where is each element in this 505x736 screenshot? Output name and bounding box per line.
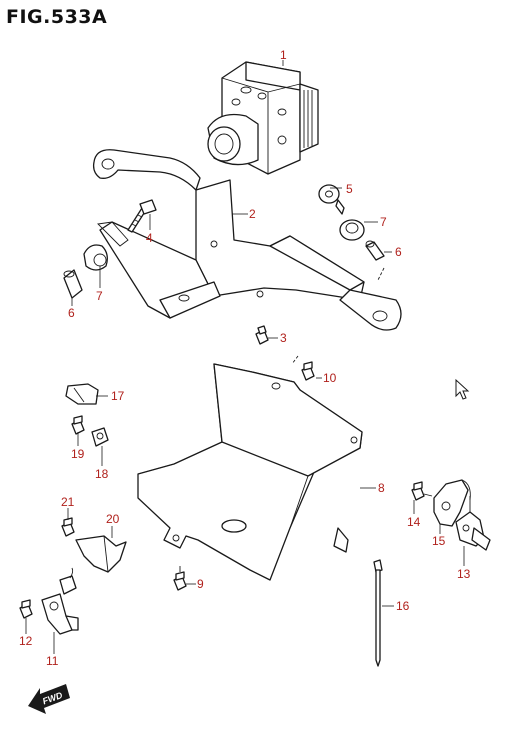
callout-2: 2: [249, 207, 256, 221]
callout-15: 15: [432, 534, 446, 548]
callout-11: 11: [46, 654, 59, 668]
bolt-part-10[interactable]: [301, 361, 315, 381]
callout-3: 3: [280, 331, 287, 345]
clamp-part-18[interactable]: [91, 427, 109, 447]
washer-part-5[interactable]: [318, 184, 345, 215]
callout-9: 9: [197, 577, 204, 591]
bolt-part-4[interactable]: [127, 199, 157, 233]
figure-title: FIG.533A: [6, 6, 108, 28]
callout-7-left: 7: [96, 289, 103, 303]
callout-1: 1: [280, 48, 287, 62]
callout-7-right: 7: [380, 215, 387, 229]
callout-8: 8: [378, 481, 385, 495]
callout-6-left: 6: [68, 306, 75, 320]
callout-5: 5: [346, 182, 353, 196]
callout-13: 13: [457, 567, 471, 581]
grommet-part-7-right[interactable]: [339, 219, 365, 241]
callout-6-right: 6: [395, 245, 402, 259]
bolt-part-9[interactable]: [173, 566, 187, 591]
clip-part-17[interactable]: [65, 383, 99, 405]
callout-17: 17: [111, 389, 125, 403]
callout-14: 14: [407, 515, 421, 529]
abs-hydraulic-unit[interactable]: [207, 61, 319, 175]
callout-19: 19: [71, 447, 85, 461]
wheel-sensor-part-11[interactable]: [41, 567, 79, 635]
callout-12: 12: [19, 634, 33, 648]
callout-20: 20: [106, 512, 120, 526]
cable-tie-part-16[interactable]: [373, 559, 383, 667]
bolt-part-3[interactable]: [255, 325, 269, 345]
collar-part-6-left[interactable]: [63, 269, 83, 299]
abs-mounting-bracket[interactable]: [92, 149, 402, 331]
rear-wheel-sensor-part-13[interactable]: [455, 496, 491, 551]
fwd-direction-badge: FWD: [28, 684, 70, 714]
tray-part-8[interactable]: [137, 363, 363, 581]
callout-21: 21: [61, 495, 75, 509]
callout-4: 4: [146, 231, 153, 245]
callout-16: 16: [396, 599, 410, 613]
bolt-part-21[interactable]: [61, 517, 75, 537]
collar-part-6-right[interactable]: [365, 240, 385, 261]
bolt-part-14[interactable]: [411, 481, 433, 501]
callout-10: 10: [323, 371, 337, 385]
callout-18: 18: [95, 467, 109, 481]
bolt-part-12[interactable]: [19, 599, 33, 619]
bolt-part-19[interactable]: [71, 415, 85, 435]
grommet-part-7-left[interactable]: [83, 244, 108, 271]
mouse-cursor-icon: [455, 378, 470, 400]
sensor-bracket-part-20[interactable]: [75, 535, 127, 573]
